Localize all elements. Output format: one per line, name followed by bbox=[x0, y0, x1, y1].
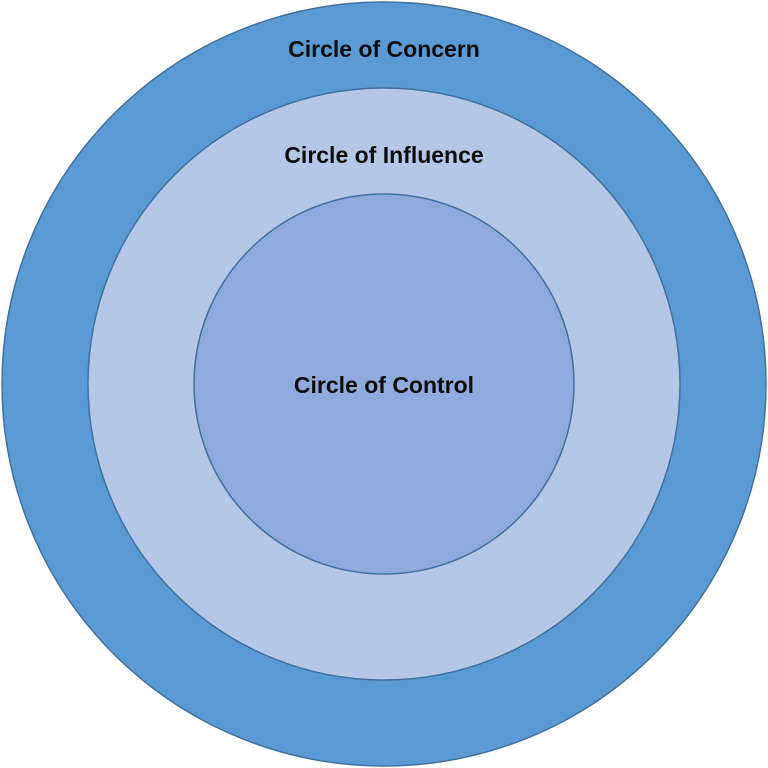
circle-of-control-label: Circle of Control bbox=[294, 372, 474, 398]
circle-of-influence-label: Circle of Influence bbox=[284, 142, 483, 168]
circle-of-concern-label: Circle of Concern bbox=[288, 36, 480, 62]
circle-of-control bbox=[193, 193, 575, 575]
